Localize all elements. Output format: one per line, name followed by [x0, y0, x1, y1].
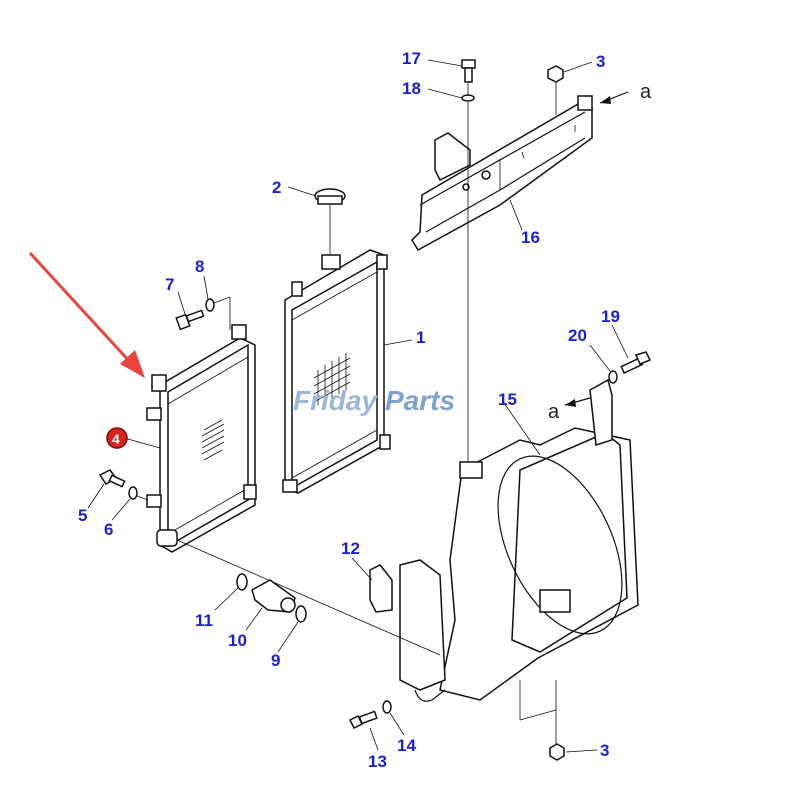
o-ring-part-9 [295, 605, 307, 623]
fitting-part-10 [251, 579, 296, 613]
bracket-part-16 [411, 95, 593, 252]
washer-part-20 [608, 370, 618, 384]
label-2: 2 [272, 178, 281, 197]
washer-part-14 [382, 700, 392, 714]
label-7: 7 [165, 275, 174, 294]
o-ring-part-11 [236, 573, 248, 591]
label-20: 20 [568, 326, 587, 345]
washer-part-18 [461, 94, 475, 102]
label-10: 10 [228, 631, 247, 650]
label-15: 15 [498, 390, 517, 409]
ref-letter-a-right: a [548, 401, 560, 423]
label-5: 5 [78, 506, 87, 525]
shroud-part-15 [399, 378, 639, 745]
label-8: 8 [195, 257, 204, 276]
label-19: 19 [601, 307, 620, 326]
bolt-part-5 [98, 469, 126, 488]
bolt-part-7 [175, 309, 205, 331]
label-11: 11 [195, 611, 213, 630]
washer-part-8 [205, 298, 215, 312]
nut-part-3-bottom [549, 743, 565, 761]
label-16: 16 [521, 228, 540, 247]
label-18: 18 [402, 79, 421, 98]
watermark-text-parts: Parts [385, 385, 455, 416]
oil-cooler-part-4 [146, 324, 257, 553]
washer-part-6 [128, 486, 138, 500]
label-17: 17 [402, 49, 421, 68]
label-12: 12 [341, 539, 360, 558]
label-3-bottom: 3 [600, 741, 609, 760]
label-6: 6 [104, 520, 113, 539]
label-3-top: 3 [596, 52, 605, 71]
bracket-part-12 [369, 564, 393, 613]
cap-part-2 [314, 188, 346, 255]
ref-letter-a-top: a [640, 81, 652, 103]
highlight-arrow [28, 251, 145, 378]
label-1: 1 [416, 328, 425, 347]
label-13: 13 [368, 752, 387, 771]
bolt-part-17 [461, 59, 476, 83]
bolt-part-13 [348, 710, 378, 730]
bolt-part-19 [620, 351, 652, 374]
label-14: 14 [397, 736, 416, 755]
highlight-circle-part-4 [106, 427, 128, 449]
nut-part-3-top [547, 65, 564, 83]
watermark-text-friday: Friday [293, 385, 378, 416]
radiator-part-1 [282, 249, 391, 494]
label-9: 9 [271, 651, 280, 670]
label-4: 4 [112, 431, 120, 447]
